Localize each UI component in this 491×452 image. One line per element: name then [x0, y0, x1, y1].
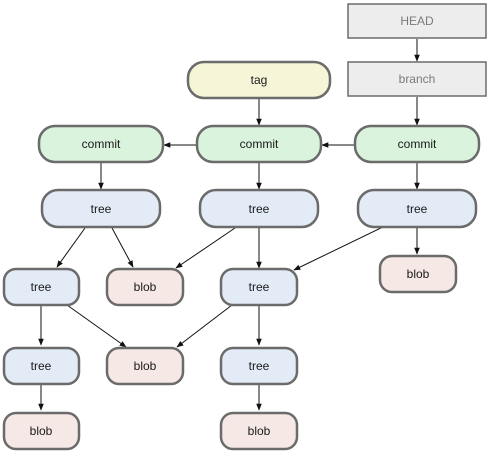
- commit-label-1: commit: [82, 137, 121, 151]
- tree-node-1: tree: [40, 188, 162, 229]
- commit-node-1: commit: [37, 124, 165, 164]
- blob-label-1: blob: [134, 280, 157, 294]
- blob-label-shared: blob: [134, 359, 157, 373]
- tag-label: tag: [251, 73, 268, 87]
- branch-label: branch: [399, 72, 436, 86]
- blob-label-3: blob: [407, 267, 430, 281]
- tree-node-shared: tree: [219, 267, 299, 307]
- tree-node-1a-sub: tree: [2, 346, 81, 386]
- tree-node-3: tree: [356, 188, 478, 229]
- blob-node-1: blob: [105, 267, 185, 307]
- edge-tree-shared-blob-shared: [176, 304, 233, 348]
- tree-node-shared-sub: tree: [219, 346, 299, 386]
- head-node: HEAD: [347, 3, 487, 39]
- edge-tree-1-tree-1a: [56, 227, 86, 268]
- blob-node-sub-2: blob: [219, 411, 299, 451]
- tree-label-2: tree: [249, 202, 270, 216]
- nodes: HEAD branch tag commit commit commit tre…: [2, 3, 487, 451]
- head-label: HEAD: [400, 14, 434, 28]
- tree-label-1a: tree: [31, 280, 52, 294]
- blob-node-sub-1: blob: [2, 411, 81, 451]
- edge-tree-1a-blob-shared: [66, 304, 127, 348]
- blob-label-sub-2: blob: [248, 424, 271, 438]
- tree-node-1a: tree: [2, 267, 81, 307]
- tree-label-shared: tree: [249, 280, 270, 294]
- commit-label-3: commit: [398, 137, 437, 151]
- tree-label-shared-sub: tree: [249, 359, 270, 373]
- tree-label-1a-sub: tree: [31, 359, 52, 373]
- tag-node: tag: [186, 60, 332, 100]
- tree-label-3: tree: [407, 202, 428, 216]
- commit-label-2: commit: [240, 137, 279, 151]
- branch-node: branch: [347, 61, 487, 97]
- commit-node-2: commit: [195, 124, 323, 164]
- edges: [38, 39, 420, 411]
- edge-tree-2-blob-1: [175, 227, 236, 269]
- tree-label-1: tree: [91, 202, 112, 216]
- blob-node-3: blob: [378, 254, 458, 294]
- tree-node-2: tree: [198, 188, 320, 229]
- blob-label-sub-1: blob: [30, 424, 53, 438]
- commit-node-3: commit: [353, 124, 481, 164]
- edge-tree-3-tree-shared: [293, 226, 384, 271]
- blob-node-shared: blob: [105, 346, 185, 386]
- edge-tree-1-blob-1: [111, 227, 134, 268]
